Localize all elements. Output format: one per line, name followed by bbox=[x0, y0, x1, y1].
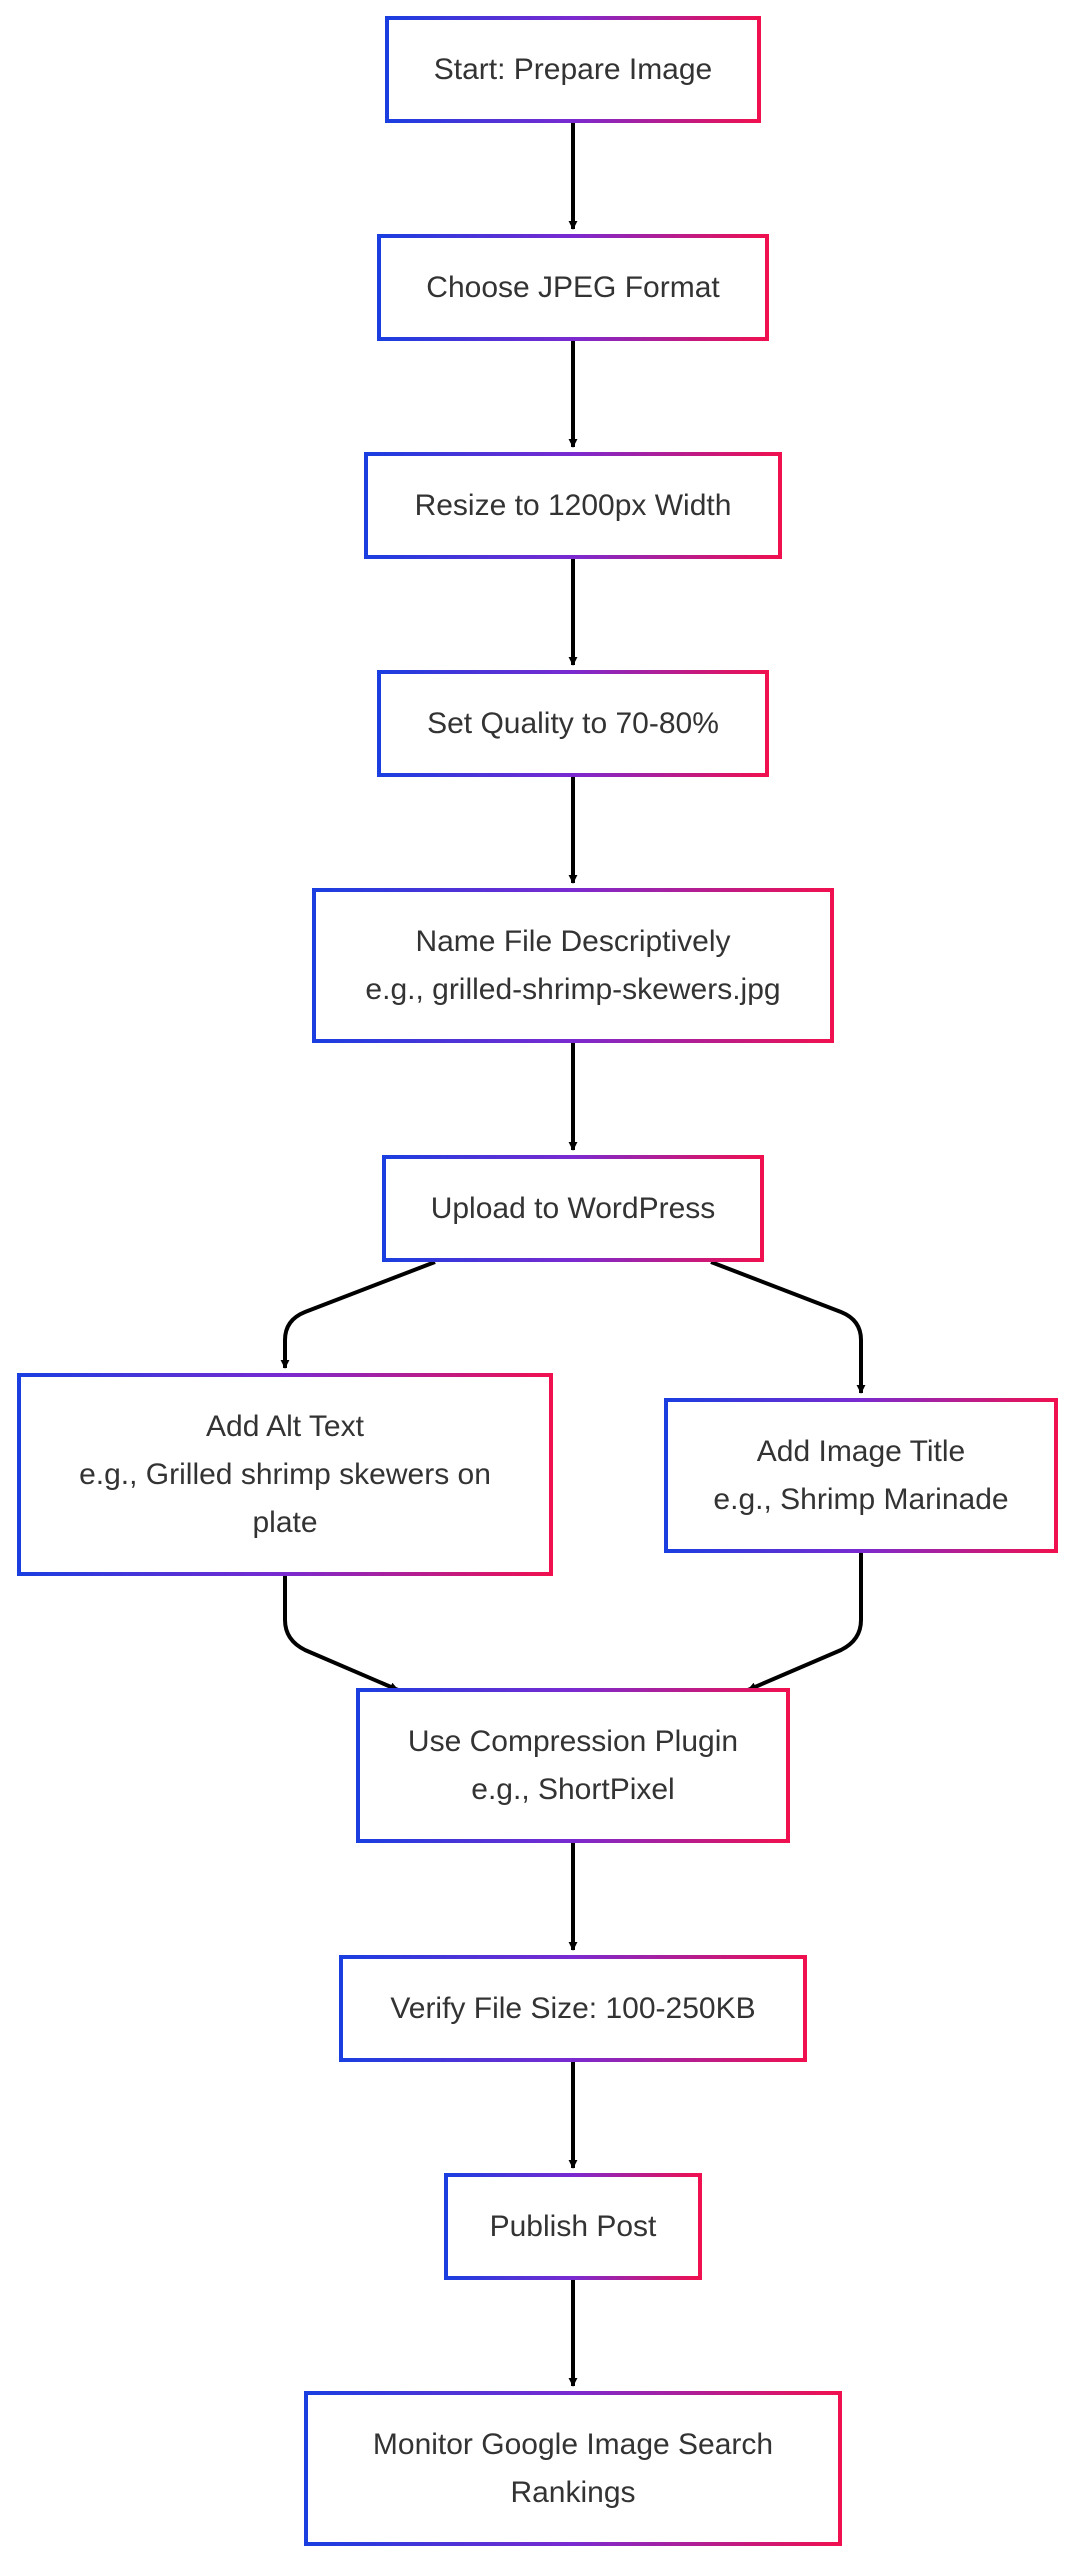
node-box-compress bbox=[356, 1688, 790, 1843]
node-verify: Verify File Size: 100-250KB bbox=[339, 1955, 807, 2062]
node-box-start bbox=[385, 16, 761, 123]
node-alt: Add Alt Text e.g., Grilled shrimp skewers… bbox=[17, 1373, 553, 1576]
node-compress: Use Compression Plugin e.g., ShortPixel bbox=[356, 1688, 790, 1843]
edge-alt-to-compress bbox=[283, 1576, 399, 1692]
node-box-monitor bbox=[304, 2391, 842, 2546]
node-quality: Set Quality to 70-80% bbox=[377, 670, 769, 777]
node-label-publish-line-1: Publish Post bbox=[490, 2210, 657, 2243]
node-label-quality-line-1: Set Quality to 70-80% bbox=[427, 707, 719, 740]
node-box-publish bbox=[444, 2173, 702, 2280]
node-box-jpeg bbox=[377, 234, 769, 341]
node-resize: Resize to 1200px Width bbox=[364, 452, 782, 559]
node-publish: Publish Post bbox=[444, 2173, 702, 2280]
node-label-alt-line-2: e.g., Grilled shrimp skewers on bbox=[79, 1458, 491, 1491]
node-label-upload-line-1: Upload to WordPress bbox=[431, 1192, 716, 1225]
edge-upload-to-alt bbox=[280, 1260, 436, 1369]
node-label-start-line-1: Start: Prepare Image bbox=[434, 53, 712, 86]
node-label-monitor-line-1: Monitor Google Image Search bbox=[373, 2428, 773, 2461]
node-box-quality bbox=[377, 670, 769, 777]
node-label-title-line-1: Add Image Title bbox=[757, 1435, 965, 1468]
node-box-title bbox=[664, 1398, 1058, 1553]
node-label-name-line-2: e.g., grilled-shrimp-skewers.jpg bbox=[365, 973, 780, 1006]
node-box-resize bbox=[364, 452, 782, 559]
node-label-compress-line-1: Use Compression Plugin bbox=[408, 1725, 738, 1758]
node-label-title-line-2: e.g., Shrimp Marinade bbox=[713, 1483, 1008, 1516]
node-box-upload bbox=[382, 1155, 764, 1262]
node-jpeg: Choose JPEG Format bbox=[377, 234, 769, 341]
node-label-resize-line-1: Resize to 1200px Width bbox=[415, 489, 732, 522]
node-start: Start: Prepare Image bbox=[385, 16, 761, 123]
node-label-jpeg-line-1: Choose JPEG Format bbox=[426, 271, 720, 304]
node-label-alt-line-3: plate bbox=[252, 1506, 317, 1539]
node-label-monitor-line-2: Rankings bbox=[510, 2476, 635, 2509]
node-box-verify bbox=[339, 1955, 807, 2062]
node-label-name-line-1: Name File Descriptively bbox=[415, 925, 730, 958]
node-label-verify-line-1: Verify File Size: 100-250KB bbox=[390, 1992, 755, 2025]
node-label-compress-line-2: e.g., ShortPixel bbox=[471, 1773, 674, 1806]
node-box-alt bbox=[17, 1373, 553, 1576]
edges bbox=[280, 123, 866, 2387]
node-upload: Upload to WordPress bbox=[382, 1155, 764, 1262]
node-box-name bbox=[312, 888, 834, 1043]
edge-upload-to-title bbox=[710, 1260, 866, 1394]
node-label-alt-line-1: Add Alt Text bbox=[206, 1410, 365, 1443]
node-title: Add Image Title e.g., Shrimp Marinade bbox=[664, 1398, 1058, 1553]
node-name: Name File Descriptively e.g., grilled-shr… bbox=[312, 888, 834, 1043]
edge-title-to-compress bbox=[747, 1553, 863, 1692]
